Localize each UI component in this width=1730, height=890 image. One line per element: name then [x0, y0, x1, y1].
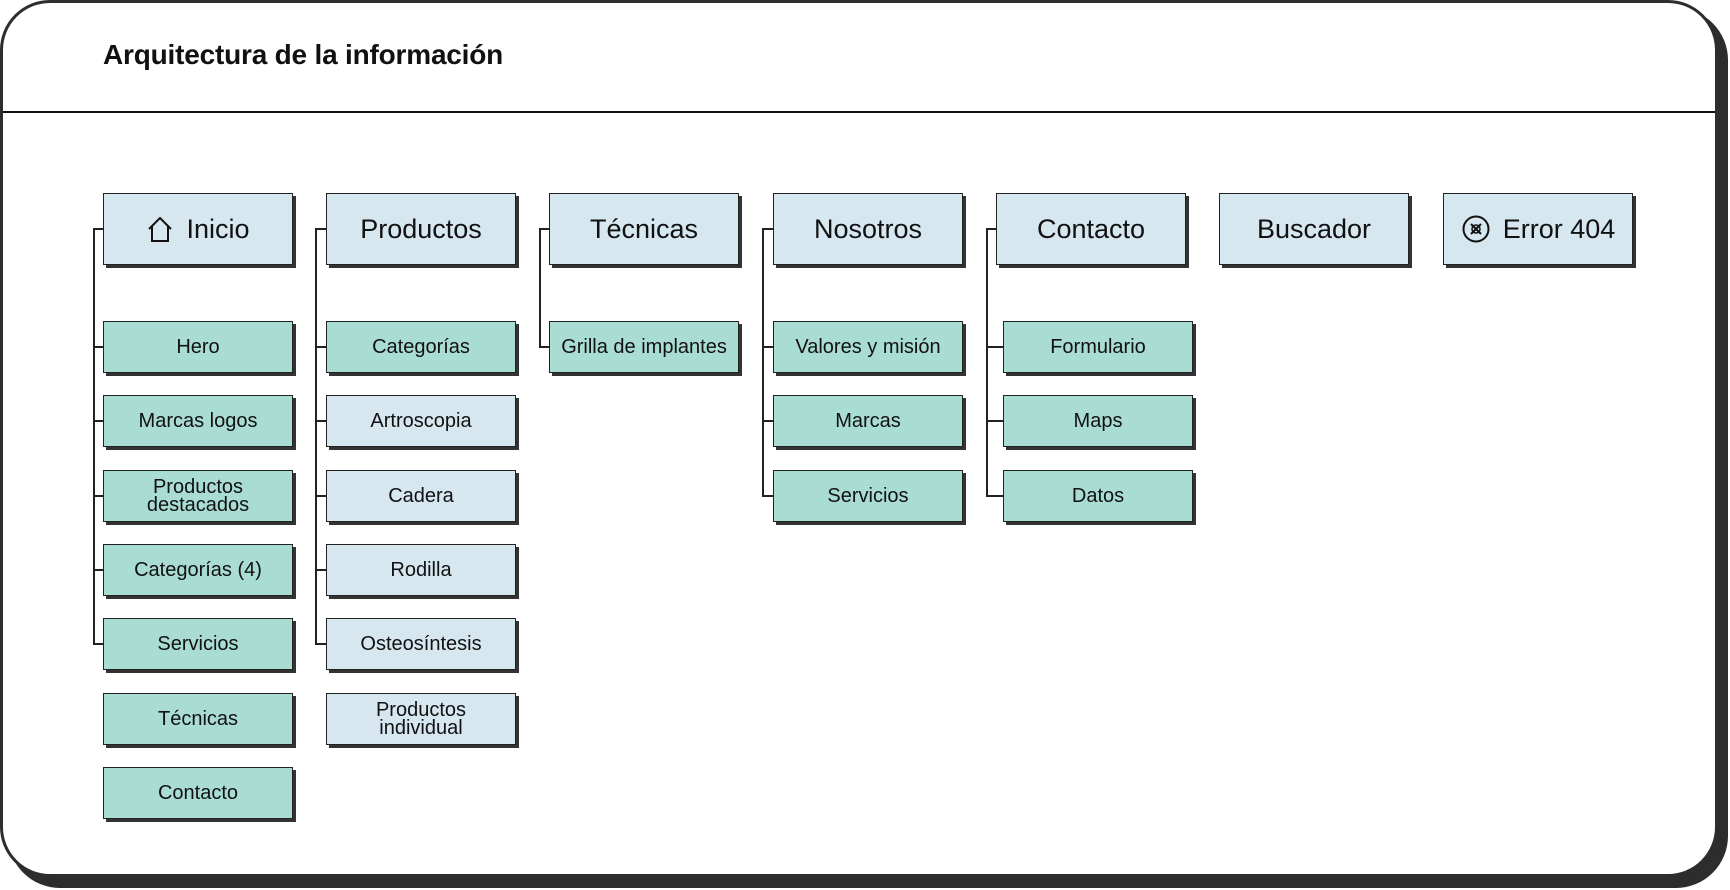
- child-node-label: Formulario: [1050, 336, 1146, 358]
- connector-trunk: [762, 228, 764, 496]
- top-node-contacto[interactable]: Contacto: [996, 193, 1186, 265]
- child-node-maps[interactable]: Maps: [1003, 395, 1193, 447]
- child-node-osteosintesis[interactable]: Osteosíntesis: [326, 618, 516, 670]
- connector-branch: [539, 346, 549, 348]
- connector-stub: [539, 228, 549, 230]
- child-node-label: Servicios: [157, 633, 239, 655]
- child-node-datos[interactable]: Datos: [1003, 470, 1193, 522]
- child-node-label: Marcas logos: [138, 410, 258, 432]
- child-node-servicios[interactable]: Servicios: [103, 618, 293, 670]
- connector-trunk: [315, 228, 317, 644]
- child-node-productos-destacados[interactable]: Productos destacados: [103, 470, 293, 522]
- connector-trunk: [93, 228, 95, 644]
- connector-stub: [315, 228, 326, 230]
- child-node-label: Datos: [1071, 485, 1125, 507]
- connector-trunk: [539, 228, 541, 347]
- child-node-tecnicas[interactable]: Técnicas: [103, 693, 293, 745]
- child-node-label: Rodilla: [390, 559, 452, 581]
- connector-branch: [986, 346, 1003, 348]
- top-node-label: Nosotros: [813, 213, 923, 244]
- child-node-label: Grilla de implantes: [561, 336, 727, 358]
- connector-stub: [986, 228, 996, 230]
- child-node-label: Contacto: [157, 782, 239, 804]
- connector-branch: [315, 569, 326, 571]
- connector-branch: [315, 346, 326, 348]
- connector-branch: [762, 346, 773, 348]
- child-node-label: Categorías: [372, 336, 470, 358]
- top-node-label: Técnicas: [589, 213, 699, 244]
- top-node-error-404[interactable]: Error 404: [1443, 193, 1633, 265]
- child-node-marcas-logos[interactable]: Marcas logos: [103, 395, 293, 447]
- child-node-label: Servicios: [827, 485, 909, 507]
- top-node-buscador[interactable]: Buscador: [1219, 193, 1409, 265]
- child-node-formulario[interactable]: Formulario: [1003, 321, 1193, 373]
- child-node-label: Productos destacados: [146, 476, 250, 516]
- child-node-categorias[interactable]: Categorías: [326, 321, 516, 373]
- top-node-label: Error 404: [1502, 213, 1616, 244]
- connector-stub: [93, 228, 103, 230]
- connector-branch: [93, 420, 103, 422]
- header-divider: [3, 111, 1715, 113]
- connector-branch: [93, 346, 103, 348]
- child-node-productos-individual[interactable]: Productos individual: [326, 693, 516, 745]
- child-node-contacto[interactable]: Contacto: [103, 767, 293, 819]
- top-node-label: Productos: [360, 213, 482, 244]
- connector-branch: [93, 643, 103, 645]
- child-node-categorias-4[interactable]: Categorías (4): [103, 544, 293, 596]
- home-icon: [146, 215, 174, 243]
- page-title: Arquitectura de la información: [103, 39, 504, 70]
- child-node-label: Maps: [1073, 410, 1123, 432]
- top-node-nosotros[interactable]: Nosotros: [773, 193, 963, 265]
- top-node-inicio[interactable]: Inicio: [103, 193, 293, 265]
- top-node-label: Contacto: [1036, 213, 1146, 244]
- top-node-productos[interactable]: Productos: [326, 193, 516, 265]
- child-node-label: Categorías (4): [134, 559, 262, 581]
- top-node-label: Inicio: [186, 213, 250, 244]
- child-node-label: Productos individual: [375, 699, 467, 739]
- child-node-artroscopia[interactable]: Artroscopia: [326, 395, 516, 447]
- error-circle-icon: [1461, 214, 1491, 244]
- connector-branch: [762, 420, 773, 422]
- child-node-label: Marcas: [835, 410, 901, 432]
- connector-branch: [315, 643, 326, 645]
- connector-branch: [93, 495, 103, 497]
- child-node-hero[interactable]: Hero: [103, 321, 293, 373]
- child-node-valores-y-mision[interactable]: Valores y misión: [773, 321, 963, 373]
- connector-branch: [93, 569, 103, 571]
- child-node-grilla-de-implantes[interactable]: Grilla de implantes: [549, 321, 739, 373]
- child-node-rodilla[interactable]: Rodilla: [326, 544, 516, 596]
- connector-branch: [315, 420, 326, 422]
- connector-branch: [315, 495, 326, 497]
- connector-trunk: [986, 228, 988, 496]
- connector-branch: [762, 495, 773, 497]
- child-node-servicios[interactable]: Servicios: [773, 470, 963, 522]
- child-node-cadera[interactable]: Cadera: [326, 470, 516, 522]
- top-node-tecnicas[interactable]: Técnicas: [549, 193, 739, 265]
- top-node-label: Buscador: [1256, 213, 1372, 244]
- child-node-label: Técnicas: [157, 708, 239, 730]
- child-node-label: Hero: [176, 336, 220, 358]
- connector-stub: [762, 228, 773, 230]
- child-node-label: Cadera: [388, 485, 454, 507]
- child-node-marcas[interactable]: Marcas: [773, 395, 963, 447]
- child-node-label: Artroscopia: [370, 410, 472, 432]
- connector-branch: [986, 420, 1003, 422]
- connector-branch: [986, 495, 1003, 497]
- child-node-label: Valores y misión: [795, 336, 941, 358]
- child-node-label: Osteosíntesis: [360, 633, 482, 655]
